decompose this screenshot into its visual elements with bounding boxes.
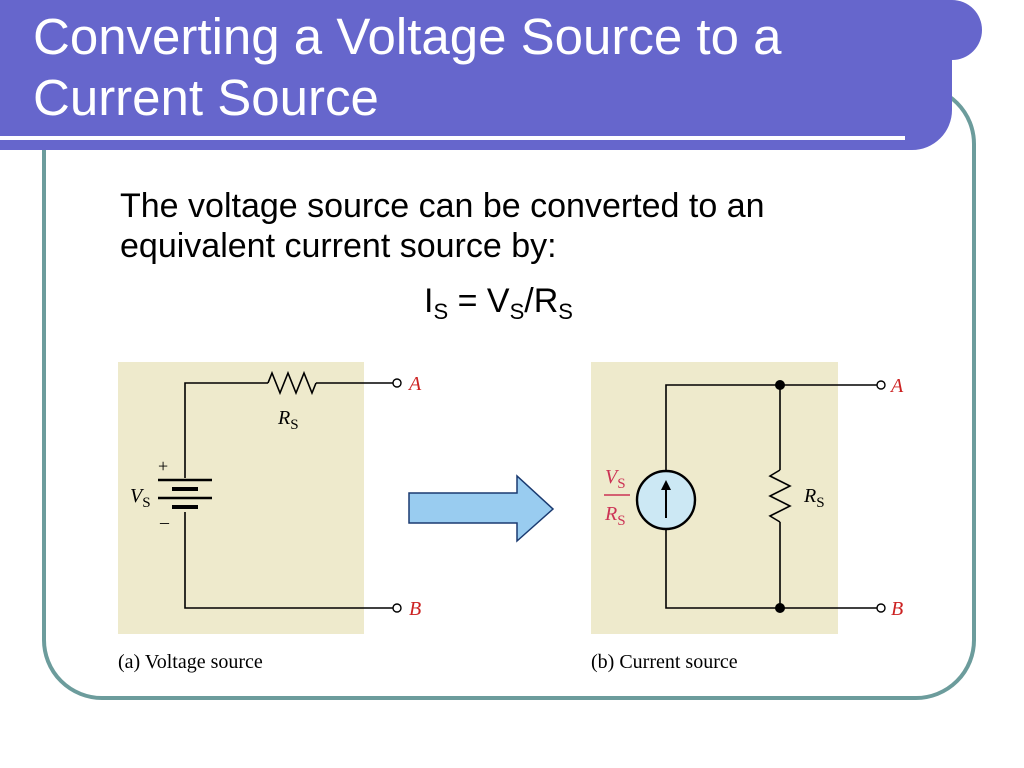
current-source-icon (635, 469, 697, 531)
wire-b-top (665, 384, 877, 471)
title-bar (0, 0, 982, 150)
battery-icon (158, 478, 212, 509)
formula-slash: / (524, 282, 534, 320)
formula-v-sub: S (509, 299, 525, 324)
formula-i: I (424, 282, 434, 320)
node-top (775, 380, 785, 390)
formula-i-sub: S (433, 299, 449, 324)
slide-title-line1: Converting a Voltage Source to a (33, 8, 782, 65)
resistor-label-b: RS (803, 485, 825, 511)
source-value-numerator: VS (605, 466, 626, 492)
right-arrow-icon (408, 474, 555, 543)
voltage-source-diagram: RS + – VS A B (a) Voltage source (118, 362, 422, 673)
resistor-rs-b (768, 469, 792, 523)
caption-a: (a) Voltage source (118, 651, 263, 673)
slide-title-line2: Current Source (33, 69, 379, 126)
formula-r: R (533, 282, 559, 320)
terminal-a-label: A (407, 373, 422, 395)
wire-a-top-left (184, 382, 268, 478)
node-bottom (775, 603, 785, 613)
formula: IS = VS/RS (424, 282, 573, 325)
panel-a-background (118, 362, 364, 634)
body-text: The voltage source can be converted to a… (120, 187, 765, 265)
resistor-label-a: RS (277, 407, 299, 433)
plus-sign: + (158, 456, 168, 476)
terminal-b-label-b: B (891, 598, 903, 620)
formula-equals: = (448, 282, 487, 320)
minus-sign: – (159, 512, 170, 532)
current-source-diagram: VS RS RS A B (b) Current source (591, 362, 904, 673)
terminal-b-label: B (409, 598, 421, 620)
terminal-b-dot (392, 603, 402, 613)
terminal-a-dot-b (876, 380, 886, 390)
source-label-a: VS (130, 485, 151, 511)
caption-b: (b) Current source (591, 651, 738, 673)
wire-a-bottom (184, 512, 393, 609)
slide-title: Converting a Voltage Source to a Current… (33, 6, 933, 128)
terminal-b-dot-b (876, 603, 886, 613)
panel-b-background (591, 362, 838, 634)
resistor-rs-a (267, 370, 317, 396)
formula-v: V (486, 282, 510, 320)
terminal-a-dot (392, 378, 402, 388)
wire-b-bottom (665, 529, 877, 609)
source-value-denominator: RS (604, 503, 626, 529)
terminal-a-label-b: A (889, 375, 904, 397)
formula-r-sub: S (558, 299, 573, 324)
